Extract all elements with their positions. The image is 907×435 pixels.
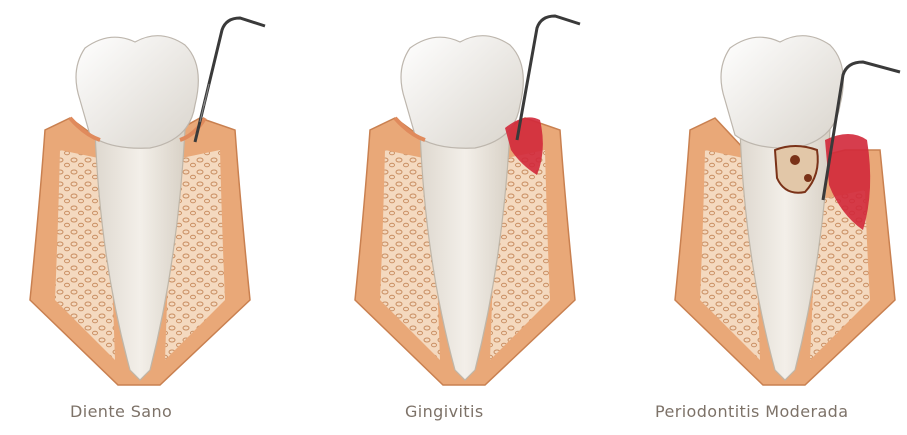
plaque-spot (790, 155, 800, 165)
caption-healthy: Diente Sano (70, 402, 172, 421)
caption-gingivitis: Gingivitis (405, 402, 484, 421)
tooth-crown (76, 36, 198, 149)
panel-healthy (30, 18, 265, 385)
plaque-spot (804, 174, 812, 182)
tooth-crown (721, 36, 843, 149)
panel-gingivitis (355, 16, 580, 385)
panel-periodontitis (675, 36, 900, 385)
caption-periodontitis: Periodontitis Moderada (655, 402, 848, 421)
tooth-crown (401, 36, 523, 149)
